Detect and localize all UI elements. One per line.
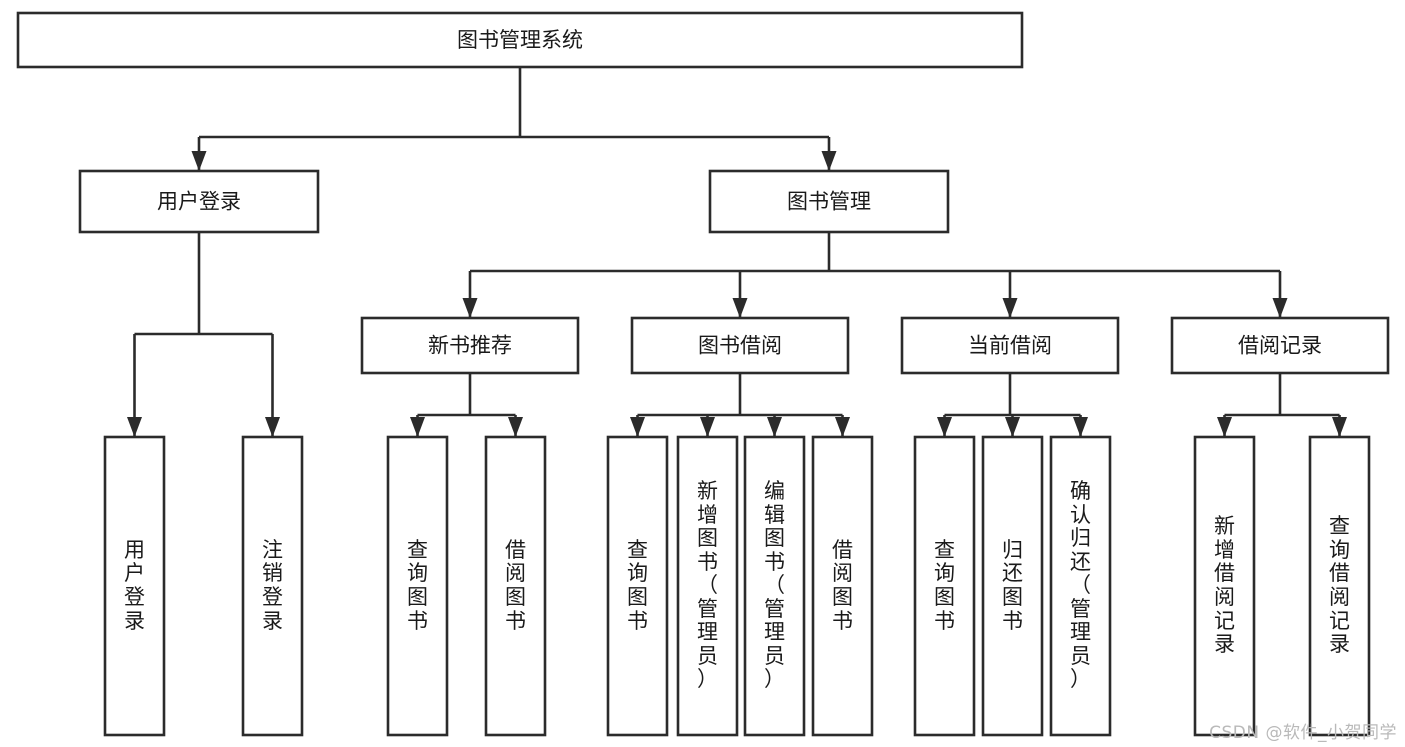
node-box-l2-用户登录[interactable] [78, 169, 320, 234]
arrow-当前借阅-drop-2 [1073, 417, 1088, 437]
node-box-leaf-3-借阅图书[interactable] [484, 435, 547, 737]
node-box-leaf-6-编辑图书-管理员[interactable] [743, 435, 806, 737]
arrow-user-login-drop-1 [265, 417, 280, 437]
node-box-leaf-0-用户登录[interactable] [103, 435, 166, 737]
node-box-leaf-1-注销登录[interactable] [241, 435, 304, 737]
node-box-leaf-5-新增图书-管理员[interactable] [676, 435, 739, 737]
arrow-book-mgmt-drop-0 [462, 298, 478, 318]
node-box-leaf-12-查询借阅记录[interactable] [1308, 435, 1371, 737]
arrow-root-to-user-login [191, 151, 207, 171]
arrow-新书推荐-drop-1 [508, 417, 523, 437]
node-box-l3-新书推荐[interactable] [360, 316, 580, 375]
node-box-leaf-7-借阅图书[interactable] [811, 435, 874, 737]
node-boxes-layer [16, 11, 1390, 737]
arrow-user-login-drop-0 [127, 417, 142, 437]
arrow-图书借阅-drop-2 [767, 417, 782, 437]
connectors-layer [127, 67, 1347, 437]
node-box-l3-借阅记录[interactable] [1170, 316, 1390, 375]
node-label-root: 图书管理系统 [457, 28, 583, 52]
arrow-当前借阅-drop-1 [1005, 417, 1020, 437]
node-label-l3-图书借阅: 图书借阅 [698, 334, 782, 358]
node-box-leaf-2-查询图书[interactable] [386, 435, 449, 737]
arrow-图书借阅-drop-0 [630, 417, 645, 437]
node-box-leaf-11-新增借阅记录[interactable] [1193, 435, 1256, 737]
arrow-借阅记录-drop-0 [1217, 417, 1232, 437]
arrow-book-mgmt-drop-1 [732, 298, 748, 318]
node-label-l2-图书管理: 图书管理 [787, 190, 871, 214]
node-box-leaf-9-归还图书[interactable] [981, 435, 1044, 737]
arrow-新书推荐-drop-0 [410, 417, 425, 437]
node-label-l3-新书推荐: 新书推荐 [428, 334, 512, 358]
arrow-图书借阅-drop-1 [700, 417, 715, 437]
node-box-leaf-4-查询图书[interactable] [606, 435, 669, 737]
arrow-book-mgmt-drop-2 [1002, 298, 1018, 318]
arrow-图书借阅-drop-3 [835, 417, 850, 437]
node-label-l3-当前借阅: 当前借阅 [968, 334, 1052, 358]
watermark-text: CSDN @软件_小贺同学 [1209, 723, 1397, 743]
node-box-l3-图书借阅[interactable] [630, 316, 850, 375]
node-label-l2-用户登录: 用户登录 [157, 190, 241, 214]
node-box-l2-图书管理[interactable] [708, 169, 950, 234]
node-box-leaf-10-确认归还-管理员[interactable] [1049, 435, 1112, 737]
arrow-当前借阅-drop-0 [937, 417, 952, 437]
arrow-book-mgmt-drop-3 [1272, 298, 1288, 318]
arrow-借阅记录-drop-1 [1332, 417, 1347, 437]
node-box-l3-当前借阅[interactable] [900, 316, 1120, 375]
node-box-leaf-8-查询图书[interactable] [913, 435, 976, 737]
arrow-root-to-book-mgmt [821, 151, 837, 171]
node-label-l3-借阅记录: 借阅记录 [1238, 334, 1322, 358]
node-box-root[interactable] [16, 11, 1024, 69]
